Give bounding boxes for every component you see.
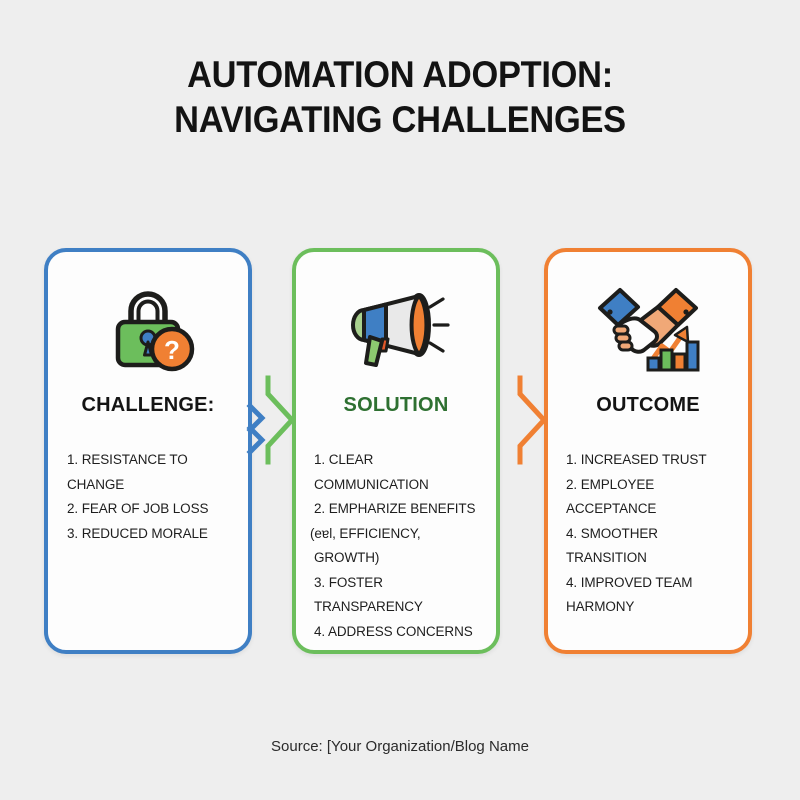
- page-title-line-1: AUTOMATION ADOPTION:: [187, 54, 613, 95]
- source-caption: Source: [Your Organization/Blog Name: [271, 738, 529, 755]
- page-title: AUTOMATION ADOPTION: NAVIGATING CHALLENG…: [28, 52, 772, 142]
- connector-arrow-challenge-to-solution: [246, 372, 310, 468]
- card-solution-heading: SOLUTION: [343, 394, 449, 416]
- list-item: 4. SMOOTHER TRANSITION: [566, 525, 658, 566]
- list-item: 3. REDUCED MORALE: [67, 525, 208, 541]
- connector-arrow-solution-to-outcome: [500, 372, 562, 468]
- list-item: 4. ADDRESS CONCERNS: [314, 623, 473, 639]
- card-outcome-icon-area: [548, 278, 748, 382]
- card-challenge-list: 1. RESISTANCE TO CHANGE 2. FEAR OF JOB L…: [48, 448, 248, 546]
- card-solution-icon-area: [296, 278, 496, 382]
- list-item: 1. RESISTANCE TO CHANGE: [67, 452, 188, 492]
- megaphone-icon: [342, 285, 450, 376]
- card-challenge-heading: CHALLENGE:: [81, 394, 215, 416]
- card-challenge: ? CHALLENGE: 1. RESISTANCE TO CHANGE 2. …: [44, 248, 252, 654]
- handshake-growth-icon: [592, 282, 704, 379]
- list-item: 2. FEAR OF JOB LOSS: [67, 501, 209, 516]
- list-item: 2. EMPLOYEE ACCEPTANCE: [566, 476, 657, 517]
- cards-row: ? CHALLENGE: 1. RESISTANCE TO CHANGE 2. …: [0, 248, 800, 658]
- padlock-question-icon: ?: [100, 283, 196, 378]
- list-item: 2. EMPHARIZE BENEFITS: [314, 501, 476, 516]
- card-solution: SOLUTION 1. CLEAR COMMUNICATION 2. EMPHA…: [292, 248, 500, 654]
- card-outcome-list: 1. INCREASED TRUST 2. EMPLOYEE ACCEPTANC…: [548, 448, 748, 620]
- page-title-line-2: NAVIGATING CHALLENGES: [174, 99, 626, 140]
- svg-text:?: ?: [164, 335, 180, 365]
- card-challenge-icon-area: ?: [48, 278, 248, 382]
- card-outcome: OUTCOME 1. INCREASED TRUST 2. EMPLOYEE A…: [544, 248, 752, 654]
- card-outcome-heading: OUTCOME: [596, 394, 700, 416]
- list-item: 1. CLEAR COMMUNICATION: [314, 452, 429, 492]
- list-item: 1. INCREASED TRUST: [566, 452, 707, 467]
- card-solution-list: 1. CLEAR COMMUNICATION 2. EMPHARIZE BENE…: [296, 448, 496, 644]
- list-item: 4. IMPROVED TEAM HARMONY: [566, 574, 693, 615]
- list-item-note: (eɐl, EFFICIENCY, GROWTH): [310, 525, 421, 566]
- list-item: 3. FOSTER TRANSPARENCY: [314, 574, 423, 615]
